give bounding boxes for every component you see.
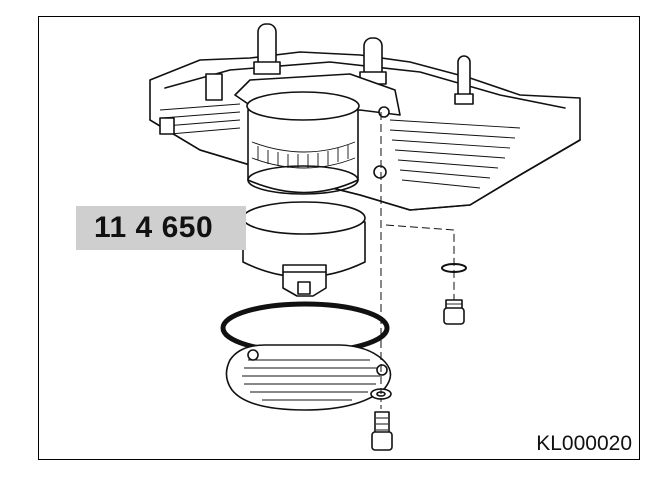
drain-plug-icon (443, 299, 465, 325)
figure-code: KL000020 (536, 432, 632, 455)
engine-block-icon (149, 23, 581, 211)
filter-wrench-socket-icon (242, 201, 366, 297)
assembly-guide-lines (380, 112, 455, 412)
bolt-icon (371, 411, 393, 451)
special-tool-number-label: 11 4 650 (76, 206, 246, 250)
filter-housing-cover-icon (225, 344, 392, 411)
figure-frame (38, 16, 640, 460)
oil-filter-icon (246, 91, 360, 195)
